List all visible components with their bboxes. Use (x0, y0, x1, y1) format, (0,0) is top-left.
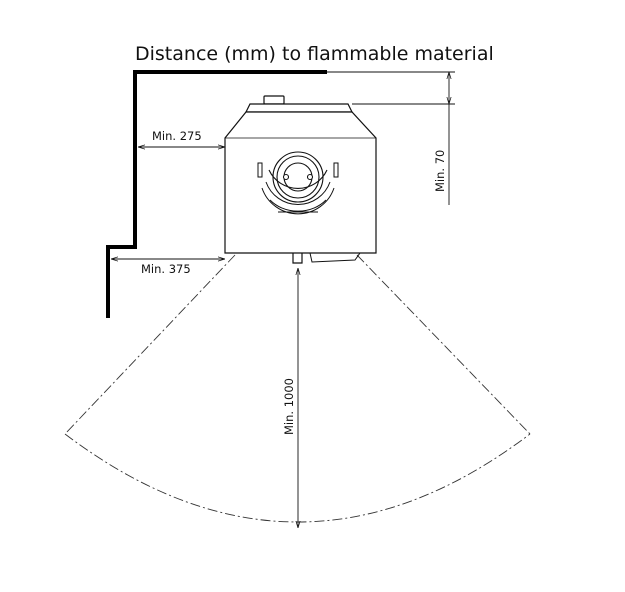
dim-top (327, 71, 455, 205)
front-clearance-zone (64, 254, 531, 523)
sector-arc (64, 433, 531, 523)
dim-front-label: Min. 1000 (282, 378, 296, 435)
wall-outline (106, 70, 327, 318)
sector-left-edge (64, 254, 236, 435)
sector-right-edge (356, 254, 531, 435)
door-handle (292, 253, 303, 264)
top-knob (263, 95, 285, 105)
door-window (268, 151, 328, 203)
stove (224, 95, 377, 264)
dim-side-upper-label: Min. 275 (152, 129, 202, 143)
flammable-wall (106, 70, 327, 318)
dim-top-label: Min. 70 (433, 150, 447, 192)
ash-tray (309, 252, 361, 263)
top-cap (245, 103, 353, 113)
stove-body (224, 111, 377, 254)
diagram-title: Distance (mm) to flammable material (135, 43, 494, 65)
dim-side-lower-label: Min. 375 (141, 262, 191, 276)
vent-slots (257, 162, 339, 215)
